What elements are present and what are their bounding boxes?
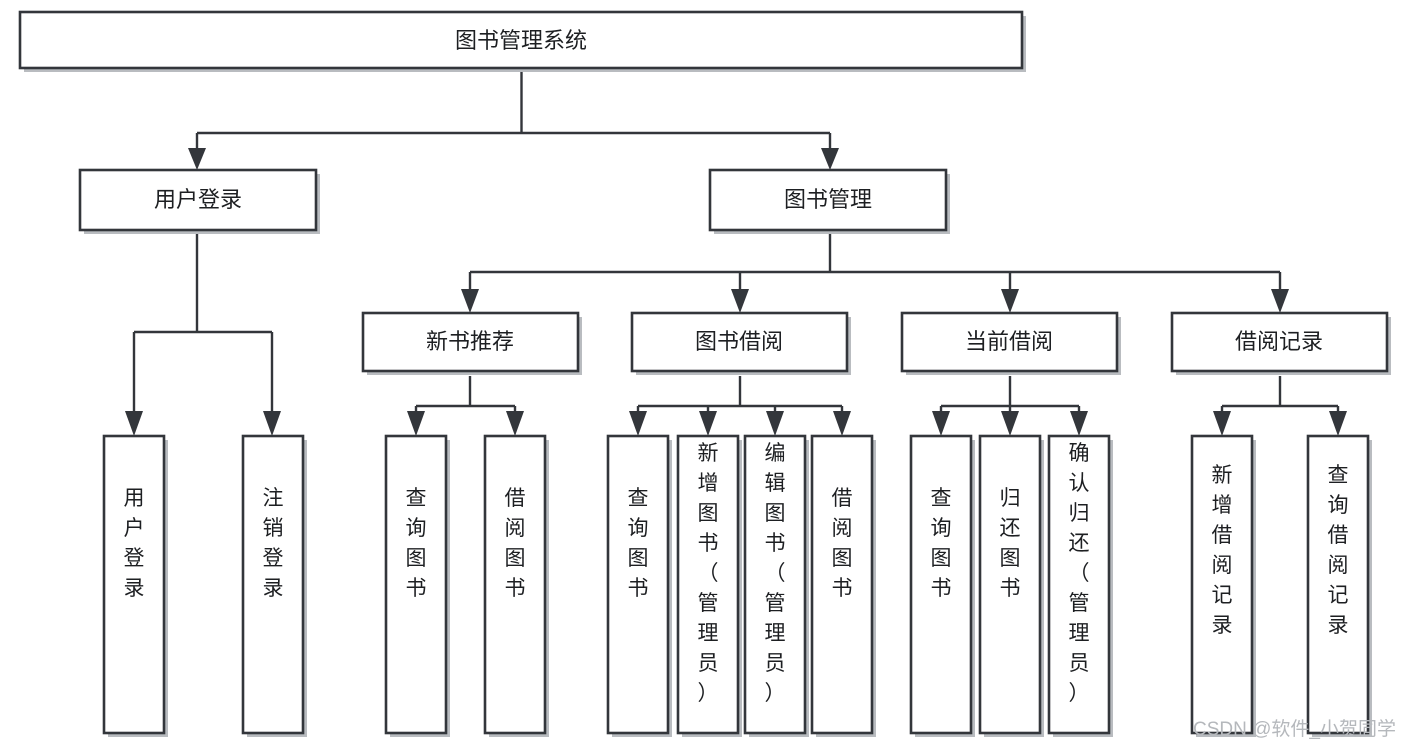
- leaf-borrow-book-1-label: 借阅图书: [505, 487, 526, 600]
- book-borrow-label: 图书借阅: [695, 329, 783, 354]
- arrow-to-new-book-recommend: [461, 289, 479, 313]
- leaf-logout-login-box: [241, 434, 305, 735]
- arrow-to-leaf-confirm-return: [1070, 411, 1088, 436]
- node-root[interactable]: 图书管理系统: [18, 10, 1026, 72]
- arrow-to-current-borrow: [1001, 289, 1019, 313]
- leaf-confirm-return[interactable]: 确认归还（管理员）: [1047, 434, 1113, 737]
- user-login-label: 用户登录: [154, 187, 242, 212]
- leaf-logout-login[interactable]: 注销登录: [241, 434, 307, 737]
- arrow-to-leaf-borrow-book-1: [506, 411, 524, 436]
- leaf-query-record-label: 查询借阅记录: [1328, 464, 1349, 637]
- leaf-add-book-box: [676, 434, 740, 735]
- leaf-add-book-label: 新增图书（管理员）: [698, 442, 719, 705]
- leaf-query-book-3-label: 查询图书: [931, 487, 952, 600]
- arrow-to-leaf-borrow-book-2: [833, 411, 851, 436]
- node-book-borrow[interactable]: 图书借阅: [630, 311, 851, 375]
- arrow-to-leaf-query-book-3: [932, 411, 950, 436]
- leaf-query-book-2-label: 查询图书: [628, 487, 649, 600]
- arrow-to-leaf-query-book-2: [629, 411, 647, 436]
- leaf-user-login-label: 用户登录: [124, 487, 145, 600]
- leaf-add-record-label: 新增借阅记录: [1212, 464, 1233, 637]
- leaf-return-book-label: 归还图书: [1000, 487, 1021, 600]
- book-management-label: 图书管理: [784, 187, 872, 212]
- user-login-box: [78, 168, 318, 232]
- leaf-edit-book[interactable]: 编辑图书（管理员）: [743, 434, 809, 737]
- node-new-book-recommend[interactable]: 新书推荐: [361, 311, 582, 375]
- arrow-to-leaf-return-book: [1001, 411, 1019, 436]
- arrow-to-leaf-edit-book: [766, 411, 784, 436]
- leaf-borrow-book-2-label: 借阅图书: [832, 487, 853, 600]
- root-box: [18, 10, 1024, 70]
- leaf-borrow-book-2-box: [810, 434, 874, 735]
- leaf-borrow-book-1-box: [483, 434, 547, 735]
- connector-layer: [125, 69, 1347, 436]
- leaf-user-login-box: [102, 434, 166, 735]
- leaf-borrow-book-1[interactable]: 借阅图书: [483, 434, 549, 737]
- leaf-logout-login-label: 注销登录: [263, 487, 284, 600]
- new-book-recommend-label: 新书推荐: [426, 329, 514, 354]
- node-borrow-record[interactable]: 借阅记录: [1170, 311, 1391, 375]
- node-book-management[interactable]: 图书管理: [708, 168, 950, 234]
- arrow-to-user-login: [188, 148, 206, 170]
- leaf-query-book-3[interactable]: 查询图书: [909, 434, 975, 737]
- root-label: 图书管理系统: [455, 28, 587, 53]
- new-book-recommend-box: [361, 311, 580, 373]
- leaf-query-book-2-box: [606, 434, 670, 735]
- leaf-return-book-box: [978, 434, 1042, 735]
- leaf-query-book-1[interactable]: 查询图书: [384, 434, 450, 737]
- leaf-query-book-2[interactable]: 查询图书: [606, 434, 672, 737]
- leaf-return-book[interactable]: 归还图书: [978, 434, 1044, 737]
- arrow-to-leaf-user-login: [125, 411, 143, 436]
- leaf-query-book-3-box: [909, 434, 973, 735]
- leaf-add-book[interactable]: 新增图书（管理员）: [676, 434, 742, 737]
- book-borrow-box: [630, 311, 849, 373]
- arrow-to-leaf-query-book-1: [407, 411, 425, 436]
- leaf-confirm-return-label: 确认归还（管理员）: [1069, 442, 1090, 705]
- arrow-to-leaf-add-record: [1213, 411, 1231, 436]
- leaf-user-login[interactable]: 用户登录: [102, 434, 168, 737]
- book-management-box: [708, 168, 948, 232]
- leaf-edit-book-box: [743, 434, 807, 735]
- current-borrow-label: 当前借阅: [965, 329, 1053, 354]
- arrow-to-leaf-add-book: [699, 411, 717, 436]
- leaf-add-record[interactable]: 新增借阅记录: [1190, 434, 1256, 737]
- arrow-to-leaf-query-record: [1329, 411, 1347, 436]
- leaf-query-record-box: [1306, 434, 1370, 735]
- arrow-to-book-management: [821, 148, 839, 170]
- borrow-record-label: 借阅记录: [1235, 329, 1323, 354]
- borrow-record-box: [1170, 311, 1389, 373]
- current-borrow-box: [900, 311, 1119, 373]
- leaf-confirm-return-box: [1047, 434, 1111, 735]
- leaf-add-record-box: [1190, 434, 1254, 735]
- arrow-to-book-borrow: [731, 289, 749, 313]
- csdn-watermark: CSDN @软件_小贺同学: [1193, 718, 1396, 740]
- leaf-borrow-book-2[interactable]: 借阅图书: [810, 434, 876, 737]
- leaf-query-record[interactable]: 查询借阅记录: [1306, 434, 1372, 737]
- arrow-to-borrow-record: [1271, 289, 1289, 313]
- arrow-to-leaf-logout-login: [263, 411, 281, 436]
- leaf-query-book-1-label: 查询图书: [406, 487, 427, 600]
- node-user-login[interactable]: 用户登录: [78, 168, 320, 234]
- node-current-borrow[interactable]: 当前借阅: [900, 311, 1121, 375]
- leaf-query-book-1-box: [384, 434, 448, 735]
- leaf-edit-book-label: 编辑图书（管理员）: [765, 442, 786, 705]
